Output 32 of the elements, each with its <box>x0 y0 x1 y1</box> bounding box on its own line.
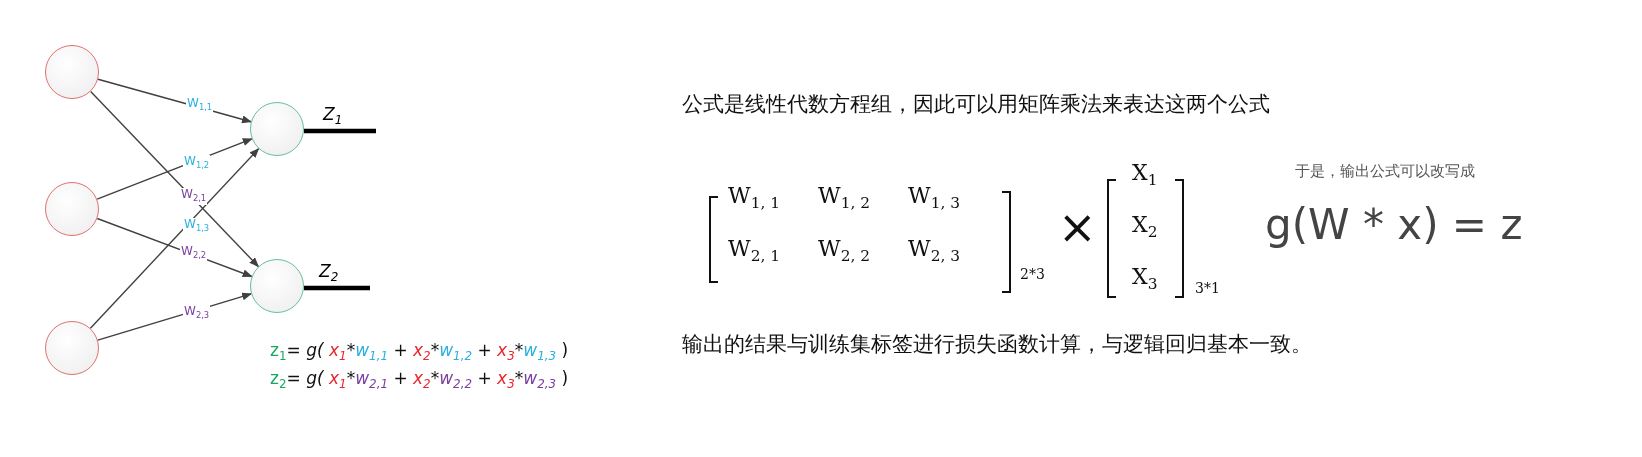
output-line <box>304 128 376 134</box>
neuron-circle <box>45 182 99 236</box>
formula-text: g(W * x) = z <box>1265 200 1523 249</box>
edge-label: W$_{1,1}$ <box>186 97 214 115</box>
matrix-size: 2*3 <box>1020 266 1045 282</box>
formula-text: z$_{2}$= g( x$_{1}$*w$_{2,1}$ + x$_{2}$*w$_{2,2}$ + x$_{3}$*w$_{2,3}$ ) <box>270 368 569 392</box>
arrow <box>90 90 259 268</box>
vector-entry: X$_{1}$ <box>1132 160 1158 190</box>
vector-entry: X$_{3}$ <box>1132 264 1158 294</box>
edge-label: W$_{2,2}$ <box>180 245 208 263</box>
arrow <box>89 148 260 329</box>
neuron-circle <box>250 259 304 313</box>
edge-label: Z$_{2}$ <box>318 265 340 285</box>
matrix-entry: W$_{2, 1}$ <box>728 236 780 266</box>
matrix-entry: W$_{1, 2}$ <box>818 183 870 213</box>
sentence-text: 公式是线性代数方程组，因此可以用矩阵乘法来表达这两个公式 <box>682 91 1270 118</box>
edge-label: Z$_{1}$ <box>322 108 344 128</box>
note-text: 于是，输出公式可以改写成 <box>1295 162 1475 181</box>
matrix-entry: W$_{1, 3}$ <box>908 183 960 213</box>
formula-text: z$_{1}$= g( x$_{1}$*w$_{1,1}$ + x$_{2}$*w$_{1,2}$ + x$_{3}$*w$_{1,3}$ ) <box>270 340 569 364</box>
sentence-text: 输出的结果与训练集标签进行损失函数计算，与逻辑回归基本一致。 <box>682 331 1312 358</box>
neuron-circle <box>250 102 304 156</box>
times-sign: × <box>1058 200 1097 254</box>
neuron-circle <box>45 45 99 99</box>
vector-entry: X$_{2}$ <box>1132 212 1158 242</box>
matrix-entry: W$_{1, 1}$ <box>728 183 780 213</box>
matrix-size: 3*1 <box>1195 280 1220 296</box>
matrix-entry: W$_{2, 3}$ <box>908 236 960 266</box>
output-line <box>304 285 370 291</box>
matrix-entry: W$_{2, 2}$ <box>818 236 870 266</box>
neuron-circle <box>45 321 99 375</box>
edge-label: W$_{2,1}$ <box>180 188 208 206</box>
